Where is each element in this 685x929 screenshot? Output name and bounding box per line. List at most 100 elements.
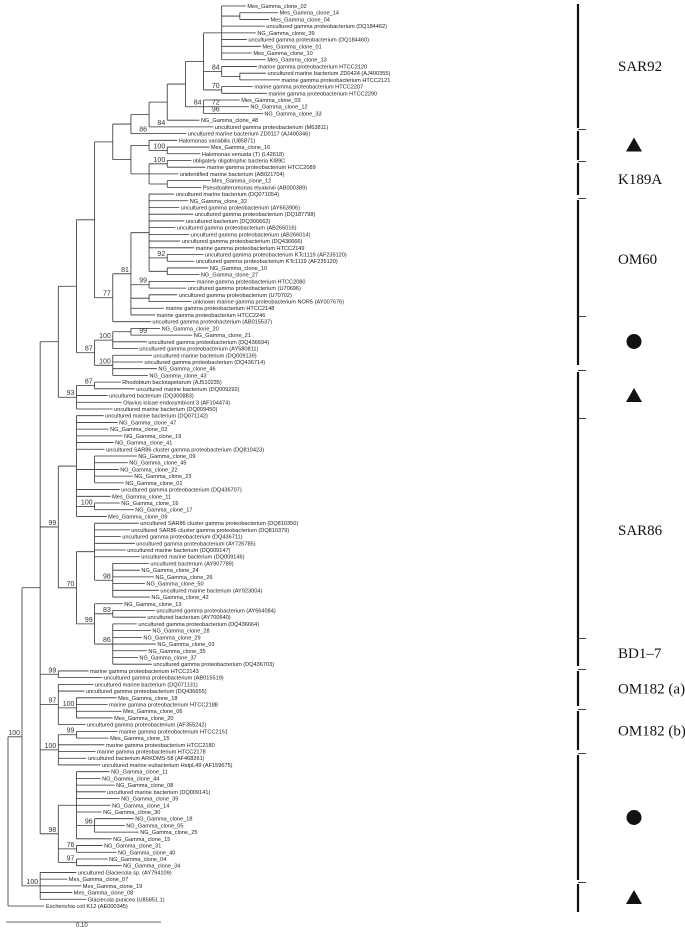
leaf-label: Mes_Gamma_clone_14 [280, 11, 339, 17]
leaf-label: Mes_Gamma_clone_19 [83, 884, 142, 890]
leaf-label: Mes_Gamma_clone_15 [110, 736, 169, 742]
clade-name: SAR86 [618, 523, 663, 539]
clade-name: OM60 [618, 252, 657, 268]
bootstrap-value: 100 [8, 730, 20, 737]
scale-bar: 0.10 [6, 921, 161, 929]
leaf-label: NG_Gamma_clone_25 [140, 830, 197, 836]
bootstrap-value: 72 [212, 100, 220, 107]
leaf-label: uncultured gamma proteobacterium (AY6640… [156, 608, 275, 614]
clade-name: OM182 (b) [618, 724, 685, 740]
leaf-label: uncultured gamma proteobacterium (AY6639… [181, 205, 300, 211]
leaf-label: uncultured marine bacterium (DQ009292) [136, 387, 239, 393]
leaf-label: NG_Gamma_clone_41 [115, 441, 172, 447]
leaf-label: marine gamma proteobacterium HTCC2207 [254, 85, 363, 91]
leaf-label: Mes_Gamma_clone_03 [241, 98, 300, 104]
leaf-label: uncultured gamma proteobacterium (DQ1877… [195, 212, 316, 218]
leaf-label: NG_Gamma_clone_05 [126, 823, 183, 829]
leaf-label: uncultured marine bacterium (DQ009139) [153, 353, 256, 359]
leaf-label: NG_Gamma_clone_35 [148, 649, 205, 655]
leaf-label: uncultured SAR86 cluster gamma proteobac… [106, 447, 264, 453]
leaf-label: uncultured gamma proteobacterium (DQ4366… [148, 340, 269, 346]
leaf-label: Mes_Gamma_clone_04 [271, 17, 330, 23]
bootstrap-value: 99 [49, 667, 57, 674]
leaf-label: NG_Gamma_clone_08 [116, 783, 173, 789]
outgroup-label: Escherichia coli K12 (AE000345) [46, 904, 128, 910]
bootstrap-value: 84 [194, 100, 202, 107]
leaf-label: NG_Gamma_clone_28 [152, 629, 209, 635]
leaf-label: Mes_Gamma_clone_06 [123, 709, 182, 715]
leaf-label: Mes_Gamma_clone_18 [118, 696, 177, 702]
leaf-label: NG_Gamma_clone_23 [134, 474, 191, 480]
bootstrap-value: 99 [85, 617, 93, 624]
bootstrap-value: 100 [45, 743, 57, 750]
bootstrap-value: 100 [26, 879, 38, 886]
leaf-label: NG_Gamma_clone_50 [146, 582, 203, 588]
leaf-label: Mes_Gamma_clone_07 [69, 877, 128, 883]
leaf-label: uncultured gamma proteobacterium (DQ4367… [122, 535, 242, 541]
bootstrap-value: 99 [67, 728, 75, 735]
leaf-label: uncultured gamma proteobacterium (AF3552… [87, 723, 207, 729]
leaf-label: NG_Gamma_clone_34 [123, 864, 180, 870]
leaf-label: NG_Gamma_clone_01 [125, 481, 182, 487]
clade-name: OM182 (a) [618, 682, 685, 698]
leaf-label: uncultured gamma proteobacterium (AB2660… [177, 226, 297, 232]
triangle-marker-icon [626, 890, 642, 904]
leaf-label: NG_Gamma_clone_16 [121, 501, 178, 507]
bootstrap-value: 86 [103, 637, 111, 644]
leaf-label: uncultured gamma proteobacterium (DQ4366… [86, 689, 207, 695]
leaf-label: NG_Gamma_clone_09 [138, 454, 195, 460]
bootstrap-value: 97 [67, 855, 75, 862]
leaf-label: marine gamma proteobacterium HTCC2143 [90, 669, 199, 675]
leaf-label: uncultured SAR86 cluster gamma proteobac… [131, 528, 289, 534]
leaf-label: NG_Gamma_clone_14 [112, 803, 169, 809]
leaf-label: NG_Gamma_clone_04 [109, 857, 166, 863]
leaf-label: uncultured marine bacterium (DQ009147) [127, 548, 230, 554]
leaf-label: NG_Gamma_clone_18 [135, 817, 192, 823]
triangle-marker-icon [626, 388, 642, 402]
bootstrap-value: 98 [103, 573, 111, 580]
circle-marker-icon [626, 334, 642, 349]
leaf-label: uncultured bacterium (DQ300883) [109, 394, 194, 400]
leaf-label: Mes_Gamma_clone_10 [253, 51, 312, 57]
leaf-label: NG_Gamma_clone_32 [190, 199, 247, 205]
leaf-label: uncultured Glaciecola sp. (AY794109) [78, 870, 172, 876]
leaf-label: NG_Gamma_clone_13 [124, 602, 181, 608]
leaf-label: uncultured gamma proteobacterium (U70696… [188, 286, 301, 292]
leaf-label: NG_Gamma_clone_15 [113, 837, 170, 843]
bootstrap-value: 84 [212, 64, 220, 71]
leaf-label: marine gamma proteobacterium HTCC2121 [282, 78, 391, 84]
bootstrap-value: 76 [67, 842, 75, 849]
leaf-label: NG_Gamma_clone_17 [135, 508, 192, 514]
leaf-label: NG_Gamma_clone_39 [257, 31, 314, 37]
bootstrap-value: 100 [154, 157, 166, 164]
leaf-label: NG_Gamma_clone_12 [250, 105, 307, 111]
leaf-label: uncultured gamma proteobacterium (AB2660… [191, 232, 311, 238]
leaf-label: NG_Gamma_clone_39 [121, 797, 178, 803]
leaf-label: Glaciecola punicea (U85851.1) [88, 897, 165, 903]
leaf-label: uncultured bacterium (AY700640) [147, 615, 230, 621]
bootstrap-value: 100 [154, 143, 166, 150]
leaf-label: NG_Gamma_clone_43 [149, 373, 206, 379]
leaf-label: NG_Gamma_clone_21 [194, 333, 251, 339]
leaf-label: marine gamma proteobacterium HTCC2120 [258, 64, 367, 70]
bootstrap-value: 96 [85, 818, 93, 825]
leaf-label: Halomonas variabilis (U85871) [179, 138, 256, 144]
leaf-label: NG_Gamma_clone_10 [210, 266, 267, 272]
leaf-label: Mes_Gamma_clone_02 [247, 4, 306, 10]
leaf-label: marine gamma proteobacterium HTCC2148 [166, 306, 275, 312]
leaf-label: uncultured gamma proteobacterium (DQ4367… [121, 488, 242, 494]
leaf-label: NG_Gamma_clone_30 [103, 810, 160, 816]
leaf-label: NG_Gamma_clone_02 [110, 427, 167, 433]
leaf-label: uncultured marine bacterium (AY923004) [160, 588, 262, 594]
leaf-label: marine gamma proteobacterium HTCC2089 [207, 165, 316, 171]
leaf-labels: Mes_Gamma_clone_02Mes_Gamma_clone_14Mes_… [46, 4, 390, 910]
bootstrap-value: 99 [49, 520, 57, 527]
leaf-label: Mes_Gamma_clone_08 [74, 891, 133, 897]
leaf-label: Mes_Gamma_clone_20 [114, 716, 173, 722]
leaf-label: uncultured gamma proteobacterium (AY7267… [136, 541, 255, 547]
leaf-label: unknown marine gamma proteobacterium NOR… [193, 300, 344, 306]
leaf-label: uncultured bacterium ARKDMS-58 (AF468261… [88, 756, 205, 762]
leaf-label: uncultured SAR86 cluster gamma proteobac… [140, 521, 298, 527]
leaf-label: uncultured marine bacterium (DQ009141) [107, 790, 210, 796]
